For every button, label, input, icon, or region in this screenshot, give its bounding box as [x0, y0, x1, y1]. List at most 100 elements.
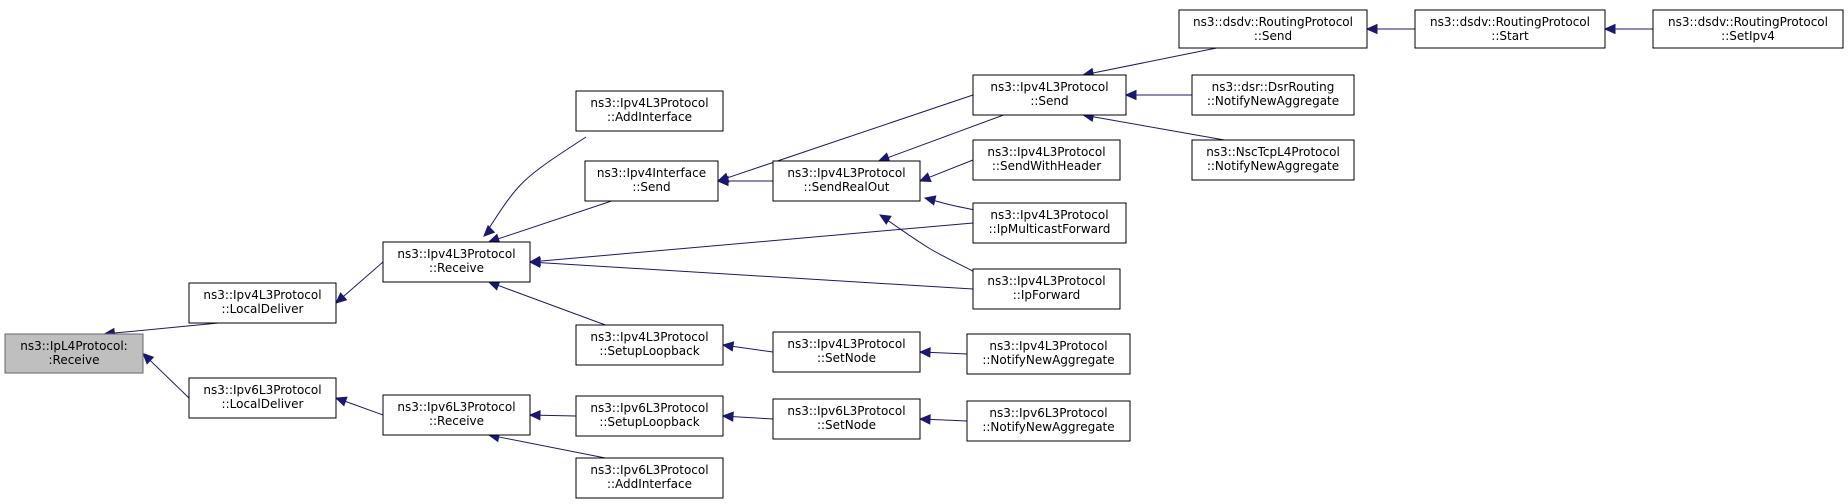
call-edge: [929, 351, 968, 355]
call-edge: [1092, 116, 1225, 141]
function-label: ::LocalDeliver: [222, 302, 304, 316]
function-label: ::NotifyNewAggregate: [1207, 159, 1339, 173]
arrowhead: [877, 152, 891, 163]
function-label: ns3::Ipv4L3Protocol: [203, 288, 321, 302]
graph-node[interactable]: ns3::Ipv4Interface::Send: [584, 160, 719, 202]
function-box: [575, 324, 724, 366]
arrowhead: [528, 257, 541, 268]
arrowhead: [721, 341, 735, 352]
function-label: ::SetNode: [817, 418, 876, 432]
function-label: ns3::Ipv4L3Protocol: [990, 208, 1108, 222]
function-label: ns3::Ipv6L3Protocol: [989, 406, 1107, 420]
function-label: ::Send: [1030, 94, 1068, 108]
call-edge: [498, 284, 606, 326]
graph-node[interactable]: ns3::Ipv4L3Protocol::Receive: [382, 241, 531, 283]
function-label: ::SetupLoopback: [599, 344, 699, 358]
graph-node[interactable]: ns3::Ipv6L3Protocol::AddInterface: [575, 457, 724, 499]
function-label: ns3::NscTcpL4Protocol: [1206, 145, 1340, 159]
graph-node[interactable]: ns3::Ipv6L3Protocol::SetupLoopback: [575, 395, 724, 437]
graph-node[interactable]: ns3::Ipv4L3Protocol::Send: [972, 74, 1127, 116]
function-label: ::Receive: [429, 261, 484, 275]
graph-node[interactable]: ns3::Ipv4L3Protocol::AddInterface: [575, 90, 724, 132]
graph-node[interactable]: ns3::dsdv::RoutingProtocol::Start: [1414, 9, 1606, 49]
function-label: ::NotifyNewAggregate: [982, 420, 1114, 434]
current-function-box: [4, 333, 144, 374]
graph-node[interactable]: ns3::Ipv6L3Protocol::SetNode: [772, 398, 921, 440]
function-label: ns3::IpL4Protocol:: [20, 339, 127, 353]
graph-node[interactable]: ns3::dsdv::RoutingProtocol::SetIpv4: [1652, 9, 1844, 49]
graph-node[interactable]: ns3::Ipv6L3Protocol::NotifyNewAggregate: [966, 400, 1131, 442]
function-box: [584, 160, 719, 202]
call-edge: [732, 416, 774, 420]
function-label: ::IpForward: [1013, 288, 1081, 302]
function-box: [382, 394, 531, 436]
arrowhead: [918, 172, 932, 183]
call-edge: [1092, 47, 1217, 74]
arrowhead: [918, 414, 931, 425]
graph-node[interactable]: ns3::Ipv4L3Protocol::IpMulticastForward: [972, 202, 1127, 244]
function-label: ns3::Ipv4L3Protocol: [987, 145, 1105, 159]
function-box: [1191, 74, 1355, 116]
call-edge: [539, 222, 974, 262]
call-edge: [539, 414, 577, 417]
function-label: ns3::Ipv4L3Protocol: [787, 166, 905, 180]
function-label: ns3::Ipv4L3Protocol: [397, 247, 515, 261]
arrowhead: [716, 175, 729, 187]
graph-node[interactable]: ns3::Ipv4L3Protocol::SetupLoopback: [575, 324, 724, 366]
arrowhead: [483, 224, 496, 237]
function-label: ::SendWithHeader: [992, 159, 1101, 173]
call-edge: [345, 400, 384, 416]
graph-node[interactable]: ns3::Ipv4L3Protocol::LocalDeliver: [188, 282, 337, 324]
graph-node[interactable]: ns3::Ipv4L3Protocol::IpForward: [972, 268, 1121, 310]
arrowhead: [721, 411, 734, 422]
function-box: [972, 139, 1121, 181]
function-label: ::Send: [1254, 29, 1292, 43]
arrowhead: [1365, 23, 1378, 35]
function-label: ns3::Ipv6L3Protocol: [590, 463, 708, 477]
function-label: ns3::Ipv4L3Protocol: [590, 330, 708, 344]
function-label: ::Receive: [429, 414, 484, 428]
call-edge: [732, 345, 774, 353]
function-label: ns3::Ipv4L3Protocol: [990, 80, 1108, 94]
function-label: ::SetIpv4: [1721, 29, 1775, 43]
function-label: ::Start: [1491, 29, 1529, 43]
graph-node[interactable]: ns3::IpL4Protocol::Receive: [4, 333, 144, 374]
function-label: ::NotifyNewAggregate: [982, 353, 1114, 367]
function-box: [188, 282, 337, 324]
graph-node[interactable]: ns3::Ipv4L3Protocol::SendWithHeader: [972, 139, 1121, 181]
call-edge: [114, 322, 219, 334]
function-label: ::IpMulticastForward: [989, 222, 1111, 236]
arrowhead: [918, 347, 931, 358]
graph-node[interactable]: ns3::dsr::DsrRouting::NotifyNewAggregate: [1191, 74, 1355, 116]
graph-node[interactable]: ns3::Ipv4L3Protocol::NotifyNewAggregate: [966, 333, 1131, 375]
function-label: ns3::dsdv::RoutingProtocol: [1668, 15, 1828, 29]
call-edge: [879, 214, 976, 273]
graph-node[interactable]: ns3::dsdv::RoutingProtocol::Send: [1178, 9, 1368, 49]
graph-node[interactable]: ns3::Ipv4L3Protocol::SendRealOut: [772, 160, 921, 202]
function-label: :Receive: [48, 353, 99, 367]
function-label: ns3::Ipv6L3Protocol: [590, 401, 708, 415]
graph-node[interactable]: ns3::Ipv4L3Protocol::SetNode: [772, 331, 921, 373]
function-box: [972, 202, 1127, 244]
function-label: ns3::Ipv6L3Protocol: [787, 404, 905, 418]
function-label: ns3::Ipv6L3Protocol: [203, 383, 321, 397]
function-label: ::SetupLoopback: [599, 415, 699, 429]
arrowhead: [487, 280, 501, 291]
call-edge: [483, 136, 587, 237]
function-label: ::AddInterface: [607, 477, 692, 491]
call-edge: [149, 360, 190, 399]
function-label: ::Send: [632, 180, 670, 194]
function-box: [772, 160, 921, 202]
call-nodes: ns3::IpL4Protocol::Receive ns3::Ipv4L3Pro…: [4, 9, 1844, 499]
function-label: ns3::Ipv6L3Protocol: [397, 400, 515, 414]
function-box: [1178, 9, 1368, 49]
call-edge: [498, 200, 612, 240]
function-box: [966, 400, 1131, 442]
call-edge: [929, 418, 968, 422]
graph-node[interactable]: ns3::Ipv6L3Protocol::LocalDeliver: [188, 377, 337, 419]
function-label: ::SendRealOut: [804, 180, 890, 194]
graph-node[interactable]: ns3::Ipv6L3Protocol::Receive: [382, 394, 531, 436]
graph-node[interactable]: ns3::NscTcpL4Protocol::NotifyNewAggregat…: [1191, 139, 1355, 181]
call-edge: [539, 262, 974, 290]
arrowhead: [142, 352, 155, 365]
